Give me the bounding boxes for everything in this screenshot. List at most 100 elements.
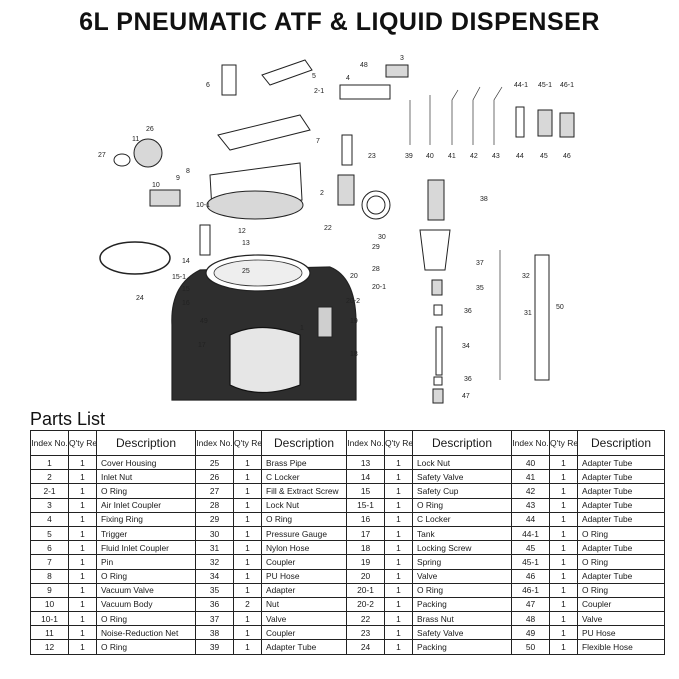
description-cell: O Ring bbox=[261, 511, 347, 527]
qty-cell: 2 bbox=[233, 596, 262, 613]
index-cell: 32 bbox=[195, 554, 234, 570]
description-cell: Lock Nut bbox=[412, 454, 512, 471]
description-cell: Brass Pipe bbox=[261, 454, 347, 471]
qty-cell: 1 bbox=[68, 483, 97, 499]
header-description: Description bbox=[577, 430, 665, 456]
qty-cell: 1 bbox=[384, 639, 413, 655]
svg-text:28: 28 bbox=[372, 266, 380, 273]
left-small-parts bbox=[113, 64, 237, 256]
description-cell: Pressure Gauge bbox=[261, 525, 347, 542]
svg-text:42: 42 bbox=[470, 153, 478, 160]
qty-cell: 1 bbox=[68, 497, 97, 513]
description-cell: Packing bbox=[412, 596, 512, 613]
qty-cell: 1 bbox=[68, 639, 97, 655]
index-cell: 41 bbox=[511, 469, 550, 485]
svg-text:7: 7 bbox=[316, 138, 320, 145]
qty-cell: 1 bbox=[384, 554, 413, 570]
index-cell: 46-1 bbox=[511, 582, 550, 598]
svg-text:29: 29 bbox=[372, 244, 380, 251]
index-cell: 4 bbox=[30, 511, 69, 527]
svg-text:15-1: 15-1 bbox=[172, 274, 186, 281]
index-cell: 44 bbox=[511, 511, 550, 527]
description-cell: Nut bbox=[261, 596, 347, 613]
qty-cell: 1 bbox=[233, 639, 262, 655]
svg-text:11: 11 bbox=[132, 136, 139, 143]
description-cell: Adapter Tube bbox=[577, 483, 665, 499]
index-cell: 23 bbox=[346, 625, 385, 641]
index-cell: 11 bbox=[30, 625, 69, 641]
description-cell: Cover Housing bbox=[96, 454, 196, 471]
index-cell: 15-1 bbox=[346, 497, 385, 513]
svg-text:45-1: 45-1 bbox=[538, 82, 552, 89]
index-cell: 45-1 bbox=[511, 554, 550, 570]
index-cell: 34 bbox=[195, 568, 234, 584]
svg-text:20-1: 20-1 bbox=[372, 284, 386, 291]
svg-text:18: 18 bbox=[350, 351, 358, 358]
svg-text:48: 48 bbox=[360, 62, 368, 69]
qty-cell: 1 bbox=[233, 497, 262, 513]
qty-cell: 1 bbox=[68, 625, 97, 641]
index-cell: 5 bbox=[30, 525, 69, 542]
description-cell: Coupler bbox=[261, 554, 347, 570]
qty-cell: 1 bbox=[549, 525, 578, 542]
svg-text:37: 37 bbox=[476, 260, 484, 267]
qty-cell: 1 bbox=[549, 568, 578, 584]
index-cell: 18 bbox=[346, 540, 385, 556]
svg-text:50: 50 bbox=[556, 304, 564, 311]
svg-text:23: 23 bbox=[368, 153, 376, 160]
qty-cell: 1 bbox=[68, 582, 97, 598]
description-cell: Coupler bbox=[261, 625, 347, 641]
index-cell: 13 bbox=[346, 454, 385, 471]
header-description: Description bbox=[412, 430, 512, 456]
index-cell: 24 bbox=[346, 639, 385, 655]
qty-cell: 1 bbox=[384, 469, 413, 485]
svg-text:14: 14 bbox=[182, 258, 190, 265]
svg-text:2: 2 bbox=[320, 190, 324, 197]
qty-cell: 1 bbox=[549, 511, 578, 527]
qty-cell: 1 bbox=[549, 469, 578, 485]
description-cell: PU Hose bbox=[577, 625, 665, 641]
description-cell: Adapter Tube bbox=[577, 497, 665, 513]
svg-text:44: 44 bbox=[516, 153, 524, 160]
svg-text:35: 35 bbox=[476, 285, 484, 292]
description-cell: Locking Screw bbox=[412, 540, 512, 556]
description-cell: Flexible Hose bbox=[577, 639, 665, 655]
description-cell: O Ring bbox=[577, 525, 665, 542]
index-cell: 20-1 bbox=[346, 582, 385, 598]
svg-text:10: 10 bbox=[152, 182, 160, 189]
qty-cell: 1 bbox=[233, 568, 262, 584]
index-cell: 37 bbox=[195, 611, 234, 627]
index-cell: 9 bbox=[30, 582, 69, 598]
header-qty: Q'ty Req bbox=[384, 430, 413, 456]
svg-text:16: 16 bbox=[182, 300, 190, 307]
index-cell: 50 bbox=[511, 639, 550, 655]
index-cell: 28 bbox=[195, 497, 234, 513]
index-cell: 20-2 bbox=[346, 596, 385, 613]
index-cell: 12 bbox=[30, 639, 69, 655]
index-cell: 8 bbox=[30, 568, 69, 584]
index-cell: 20 bbox=[346, 568, 385, 584]
svg-text:38: 38 bbox=[480, 196, 488, 203]
gasket-ring bbox=[99, 241, 171, 275]
qty-cell: 1 bbox=[233, 582, 262, 598]
qty-cell: 1 bbox=[384, 483, 413, 499]
qty-cell: 1 bbox=[233, 483, 262, 499]
qty-cell: 1 bbox=[549, 639, 578, 655]
description-cell: Safety Valve bbox=[412, 469, 512, 485]
description-cell: PU Hose bbox=[261, 568, 347, 584]
svg-text:6: 6 bbox=[206, 82, 210, 89]
description-cell: Brass Nut bbox=[412, 611, 512, 627]
qty-cell: 1 bbox=[233, 469, 262, 485]
description-cell: Adapter Tube bbox=[261, 639, 347, 655]
index-cell: 14 bbox=[346, 469, 385, 485]
qty-cell: 1 bbox=[233, 611, 262, 627]
description-cell: Tank bbox=[412, 525, 512, 542]
svg-text:9: 9 bbox=[176, 175, 180, 182]
